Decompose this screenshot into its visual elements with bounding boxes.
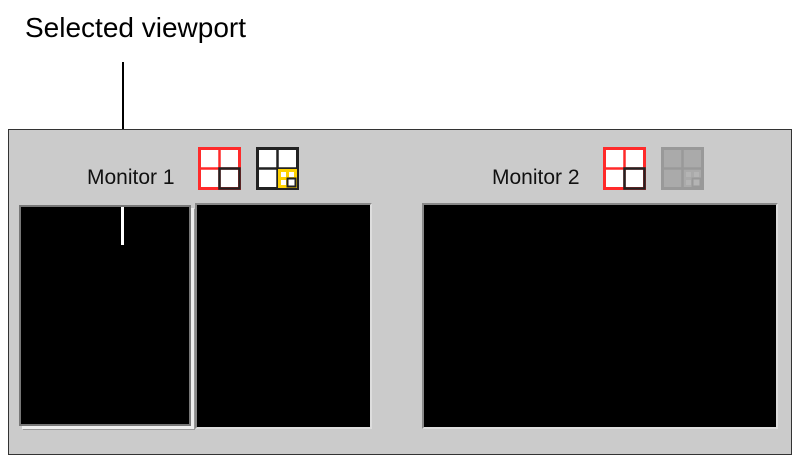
viewport-1-selected[interactable]	[19, 205, 191, 426]
layout-2x2-selected-icon[interactable]	[603, 147, 646, 190]
monitor-2-label: Monitor 2	[492, 166, 580, 189]
callout-label: Selected viewport	[25, 12, 247, 43]
viewport-2[interactable]	[195, 203, 372, 429]
callout-leader-line-inner	[121, 207, 124, 245]
layout-quad-split-icon[interactable]	[256, 147, 299, 190]
layout-2x2-selected-icon[interactable]	[198, 147, 241, 190]
monitor-1-label: Monitor 1	[87, 166, 175, 189]
layout-quad-split-disabled-icon	[661, 147, 704, 190]
viewport-3[interactable]	[422, 203, 778, 429]
